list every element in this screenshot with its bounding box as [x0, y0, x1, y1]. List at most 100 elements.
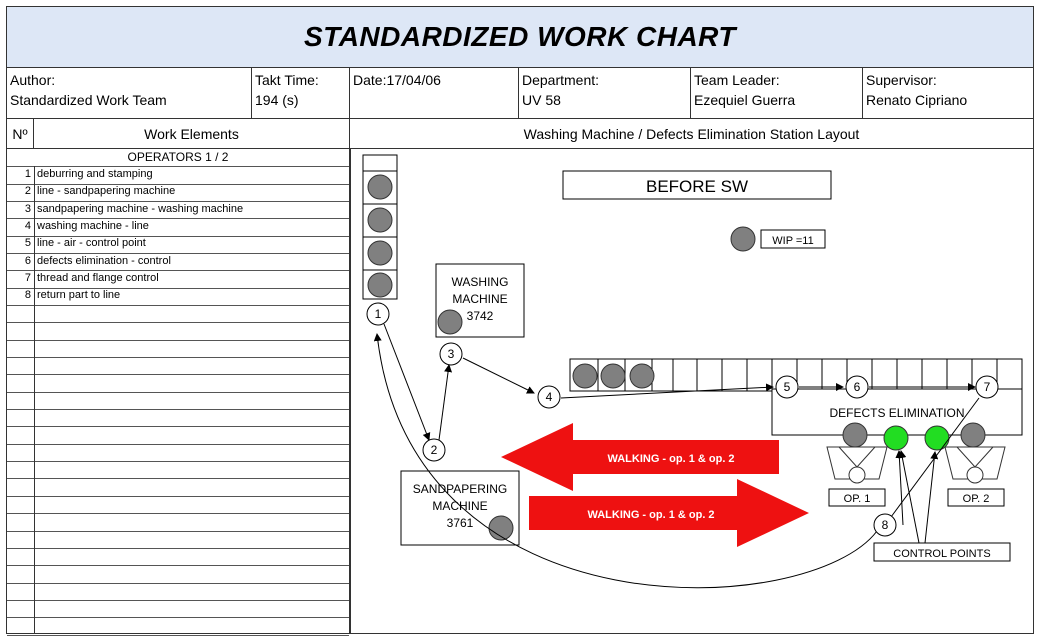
- step-marker-circle: [366, 302, 390, 326]
- washing-machine-line2: MACHINE: [452, 292, 507, 306]
- before-sw-box: [562, 170, 832, 200]
- author-cell: Author: Standardized Work Team: [6, 67, 252, 119]
- step-number: 3: [448, 347, 455, 361]
- department-value: UV 58: [522, 92, 561, 108]
- work-element-number: 2: [24, 185, 31, 198]
- work-element-text: return part to line: [37, 289, 121, 302]
- work-element-row: [7, 340, 349, 358]
- work-element-row: 8 return part to line: [7, 287, 349, 306]
- washing-machine-number: 3742: [467, 309, 494, 323]
- operators-row: OPERATORS 1 / 2: [7, 149, 349, 167]
- work-element-row: [7, 322, 349, 341]
- title-band: STANDARDIZED WORK CHART: [6, 6, 1034, 68]
- work-element-row: [7, 426, 349, 445]
- work-element-row: [7, 478, 349, 497]
- work-element-number: 6: [24, 254, 31, 267]
- wip-legend-box: [760, 229, 826, 249]
- defects-elimination-label: DEFECTS ELIMINATION: [829, 406, 964, 420]
- walking-right-label: WALKING - op. 1 & op. 2: [587, 509, 714, 521]
- step-number: 6: [854, 380, 861, 394]
- wip-part: [629, 363, 655, 389]
- walking-left-label: WALKING - op. 1 & op. 2: [607, 453, 734, 465]
- step-number: 2: [431, 443, 438, 457]
- work-element-number: 1: [24, 168, 31, 180]
- wip-part: [437, 309, 463, 335]
- department-label: Department:: [522, 72, 600, 88]
- work-element-text: defects elimination - control: [37, 254, 171, 267]
- chart-title: STANDARDIZED WORK CHART: [304, 21, 736, 52]
- work-element-row: [7, 548, 349, 567]
- wip-part: [600, 363, 626, 389]
- work-element-row: [7, 513, 349, 532]
- control-points-label: CONTROL POINTS: [893, 548, 990, 560]
- walking-arrow-left: [501, 423, 779, 491]
- work-element-row: [7, 565, 349, 584]
- step-number: 4: [546, 390, 553, 404]
- step-marker-circle: [439, 342, 463, 366]
- wip-legend-part: [730, 226, 756, 252]
- team-leader-cell: Team Leader: Ezequiel Guerra: [690, 67, 863, 119]
- work-element-row: 2 line - sandpapering machine: [7, 183, 349, 202]
- work-element-row: [7, 617, 349, 636]
- operator-1-figure: [826, 446, 888, 484]
- work-elements-header: Work Elements: [33, 118, 350, 149]
- work-element-number: 7: [24, 272, 31, 285]
- work-element-text: thread and flange control: [37, 272, 159, 285]
- work-element-text: line - air - control point: [37, 237, 146, 250]
- step-marker-circle: [422, 438, 446, 462]
- team-leader-value: Ezequiel Guerra: [694, 92, 796, 108]
- work-element-row: [7, 600, 349, 619]
- takt-time-value: 194 (s): [255, 92, 299, 108]
- step-marker-circle: [975, 375, 999, 399]
- incoming-parts-rack: [362, 154, 398, 300]
- op1-label: OP. 1: [844, 493, 871, 505]
- wip-part: [367, 272, 393, 298]
- work-element-row: [7, 409, 349, 428]
- takt-time-label: Takt Time:: [255, 72, 319, 88]
- work-element-row: [7, 305, 349, 324]
- op2-box: [947, 488, 1005, 507]
- step-marker-circle: [537, 385, 561, 409]
- sandpapering-machine: SANDPAPERING MACHINE 3761: [400, 470, 520, 546]
- control-point-marker: [924, 425, 950, 451]
- work-element-number: 3: [24, 202, 31, 215]
- work-element-row: [7, 461, 349, 480]
- date-cell: Date:17/04/06: [349, 67, 519, 119]
- team-leader-label: Team Leader:: [694, 72, 780, 88]
- work-element-text: washing machine - line: [37, 220, 149, 233]
- wip-part: [367, 174, 393, 200]
- supervisor-value: Renato Cipriano: [866, 92, 968, 108]
- date-label: Date:17/04/06: [353, 72, 441, 88]
- supervisor-cell: Supervisor: Renato Cipriano: [862, 67, 1034, 119]
- layout-header: Washing Machine / Defects Elimination St…: [349, 118, 1034, 149]
- wip-part: [960, 422, 986, 448]
- work-element-row: [7, 374, 349, 393]
- work-element-number: 5: [24, 237, 31, 250]
- step-number: 7: [984, 380, 991, 394]
- step-marker-circle: [845, 375, 869, 399]
- sandpapering-machine-number: 3761: [447, 516, 474, 530]
- work-element-row: [7, 357, 349, 376]
- wip-part: [488, 515, 514, 541]
- supervisor-label: Supervisor:: [866, 72, 937, 88]
- wip-part: [842, 422, 868, 448]
- work-element-row: 5 line - air - control point: [7, 235, 349, 254]
- step-marker-circle: [873, 513, 897, 537]
- sandpapering-machine-line1: SANDPAPERING: [413, 482, 507, 496]
- work-element-row: 7 thread and flange control: [7, 270, 349, 289]
- number-column-divider: [34, 166, 35, 634]
- work-element-text: line - sandpapering machine: [37, 185, 176, 198]
- author-value: Standardized Work Team: [10, 92, 167, 108]
- work-element-row: 6 defects elimination - control: [7, 253, 349, 272]
- work-element-row: [7, 392, 349, 411]
- step-number: 5: [784, 380, 791, 394]
- control-point-marker: [883, 425, 909, 451]
- work-element-number: 8: [24, 289, 31, 302]
- number-column-header: Nº: [6, 118, 34, 149]
- work-element-row: [7, 496, 349, 515]
